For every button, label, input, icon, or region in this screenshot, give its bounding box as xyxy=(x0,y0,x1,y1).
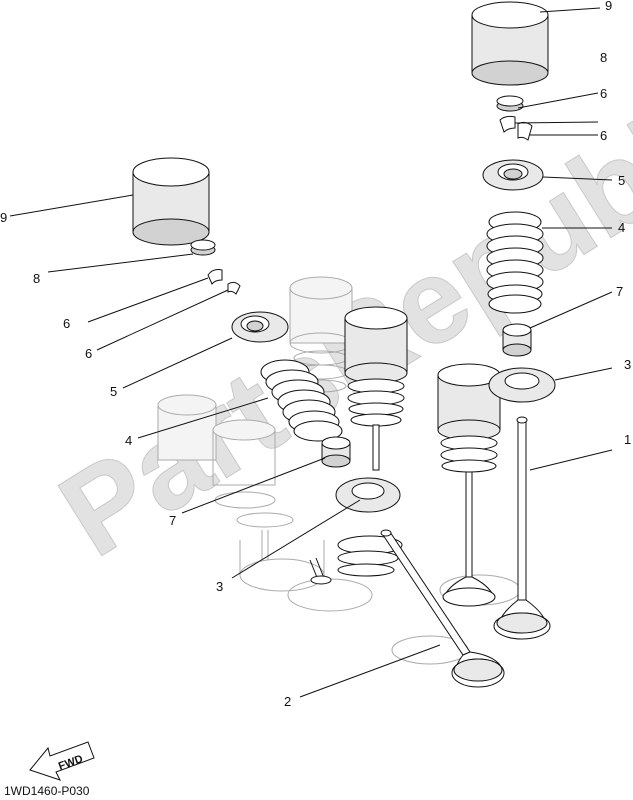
part-5-left-retainer xyxy=(231,311,289,343)
part-6-left-keepers xyxy=(207,269,241,295)
part-9-right-bucket xyxy=(471,1,549,86)
part-1-valve xyxy=(493,416,551,640)
callout-4-left: 4 xyxy=(125,433,132,448)
callout-3-right: 3 xyxy=(624,357,631,372)
drawing-code: 1WD1460-P030 xyxy=(4,784,90,798)
callout-2: 2 xyxy=(284,694,291,709)
part-7-left-seal xyxy=(321,436,351,468)
fwd-arrow-icon: FWD xyxy=(29,741,95,781)
part-3-left-washer xyxy=(335,477,401,513)
callout-6-right-a: 6 xyxy=(600,86,607,101)
callout-9-right: 9 xyxy=(605,0,612,13)
center-lifter-stack xyxy=(344,306,408,471)
callout-1: 1 xyxy=(624,432,631,447)
lower-left-valve xyxy=(309,535,403,585)
part-5-right-retainer xyxy=(482,159,544,191)
leader-lines xyxy=(9,7,613,698)
callout-7-left: 7 xyxy=(169,513,176,528)
callout-3-left: 3 xyxy=(216,579,223,594)
callout-7-right: 7 xyxy=(616,284,623,299)
callout-6-right-b: 6 xyxy=(600,128,607,143)
part-9-left-bucket xyxy=(132,157,210,246)
part-8-right-shim xyxy=(496,95,524,112)
callout-9-left: 9 xyxy=(0,210,7,225)
callout-5-left: 5 xyxy=(110,384,117,399)
right-lifter-stack xyxy=(437,363,501,607)
part-4-left-spring xyxy=(260,359,343,442)
part-6-right-keepers xyxy=(499,115,533,141)
callout-8-left: 8 xyxy=(33,271,40,286)
ghost-lifter-stack-1 xyxy=(157,394,294,560)
callout-8-right: 8 xyxy=(600,50,607,65)
callout-5-right: 5 xyxy=(618,173,625,188)
part-8-left-shim xyxy=(190,239,216,256)
callout-6-left-b: 6 xyxy=(85,346,92,361)
part-2-valve xyxy=(380,529,505,688)
callout-labels: 1 2 3 3 4 4 5 5 6 6 6 6 7 7 8 8 9 9 xyxy=(0,0,631,709)
callout-4-right: 4 xyxy=(618,220,625,235)
callout-6-left-a: 6 xyxy=(63,316,70,331)
part-7-right-seal xyxy=(502,323,532,357)
part-4-right-spring xyxy=(486,211,544,314)
part-3-right-washer xyxy=(488,367,556,403)
